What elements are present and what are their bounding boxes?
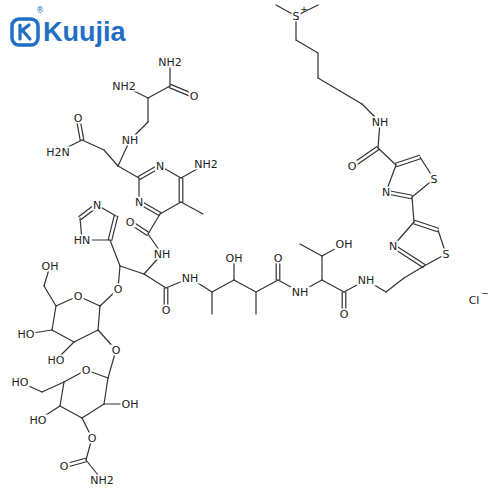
atom-label: N (388, 241, 398, 252)
bond-line (300, 244, 322, 256)
bond-line (104, 150, 118, 166)
bond-line (42, 382, 64, 392)
atom-label: HO (47, 355, 66, 366)
atom-label: N (134, 197, 144, 208)
atom-label: NH (181, 273, 200, 284)
atom-label: NH (371, 117, 390, 128)
atom-label: HO (11, 377, 30, 388)
bond-line (44, 286, 56, 306)
charge-sign: − (480, 289, 490, 298)
bond-line (212, 280, 234, 292)
bond-line (211, 292, 212, 314)
bond-line (415, 220, 439, 228)
atom-label: O (339, 309, 350, 320)
atom-label: O (189, 91, 200, 102)
atom-label: S (430, 174, 439, 185)
atom-label: HN (73, 235, 92, 246)
bond-line (52, 330, 74, 342)
bond-line (397, 159, 421, 167)
atom-label: NH2 (111, 81, 137, 92)
bond-line (160, 202, 181, 214)
atom-label: NH (357, 275, 376, 286)
bond-line (413, 224, 437, 232)
atom-label: NH (291, 287, 310, 298)
atom-label: OH (225, 253, 244, 264)
bond-line (181, 202, 203, 214)
bond-line (60, 406, 82, 418)
charge-sign: + (299, 5, 309, 14)
atom-label: O (161, 305, 172, 316)
bond-line (110, 240, 120, 266)
bond-line (98, 306, 100, 330)
atom-label: N (155, 161, 165, 172)
bond-line (255, 292, 256, 314)
bond-line (147, 98, 148, 122)
registered-mark: ® (36, 7, 44, 15)
atom-label: Cl (468, 295, 481, 306)
atom-label: N (381, 187, 391, 198)
bond-line (118, 166, 139, 178)
atom-label: O (73, 291, 84, 302)
bond-line (82, 140, 104, 150)
atom-label: O (347, 161, 358, 172)
atom-label: O (125, 217, 136, 228)
bond-line (120, 266, 144, 274)
atom-label: O (81, 365, 92, 376)
bond-line (395, 155, 419, 163)
atom-label: NH2 (157, 57, 183, 68)
atom-label: H2N (45, 147, 71, 158)
atom-label: OH (121, 399, 140, 410)
bond-line (82, 404, 104, 418)
atom-label: O (113, 284, 124, 295)
bond-line (321, 256, 322, 280)
bond-line (378, 148, 396, 165)
bond-line (404, 266, 424, 278)
bond-line (386, 278, 404, 292)
atom-label: HO (17, 329, 36, 340)
bond-line (340, 91, 362, 104)
bond-line (148, 86, 170, 98)
atom-label: NH2 (89, 475, 115, 486)
atom-label: HO (29, 415, 48, 426)
bond-line (104, 378, 108, 404)
atom-label: S (292, 11, 301, 22)
atom-label: NH (121, 135, 140, 146)
bond-line (318, 78, 340, 91)
atom-label: OH (41, 261, 60, 272)
bond-line (412, 197, 414, 222)
atom-label: O (87, 433, 98, 444)
bond-line (179, 178, 180, 202)
bond-line (296, 40, 318, 53)
atom-label: O (73, 113, 84, 124)
bond-line (256, 280, 278, 292)
atom-label: NH (153, 249, 172, 260)
atom-label: O (111, 345, 122, 356)
bond-line (108, 216, 114, 240)
bond-line (394, 244, 425, 264)
bond-line (317, 53, 318, 78)
atom-label: OH (335, 239, 354, 250)
bond-line (234, 280, 256, 292)
atom-label: S (442, 249, 451, 260)
bond-line (52, 306, 56, 330)
atom-label: O (273, 253, 284, 264)
bond-line (74, 330, 98, 342)
bond-line (322, 280, 344, 292)
atom-label: NH2 (193, 159, 219, 170)
bond-line (148, 214, 160, 234)
atom-label: O (59, 461, 70, 472)
logo-text: Kuujia (43, 19, 126, 46)
bond-line (60, 382, 64, 406)
bond-line (182, 178, 183, 202)
bond-line (144, 274, 166, 288)
atom-label: N (92, 200, 102, 211)
